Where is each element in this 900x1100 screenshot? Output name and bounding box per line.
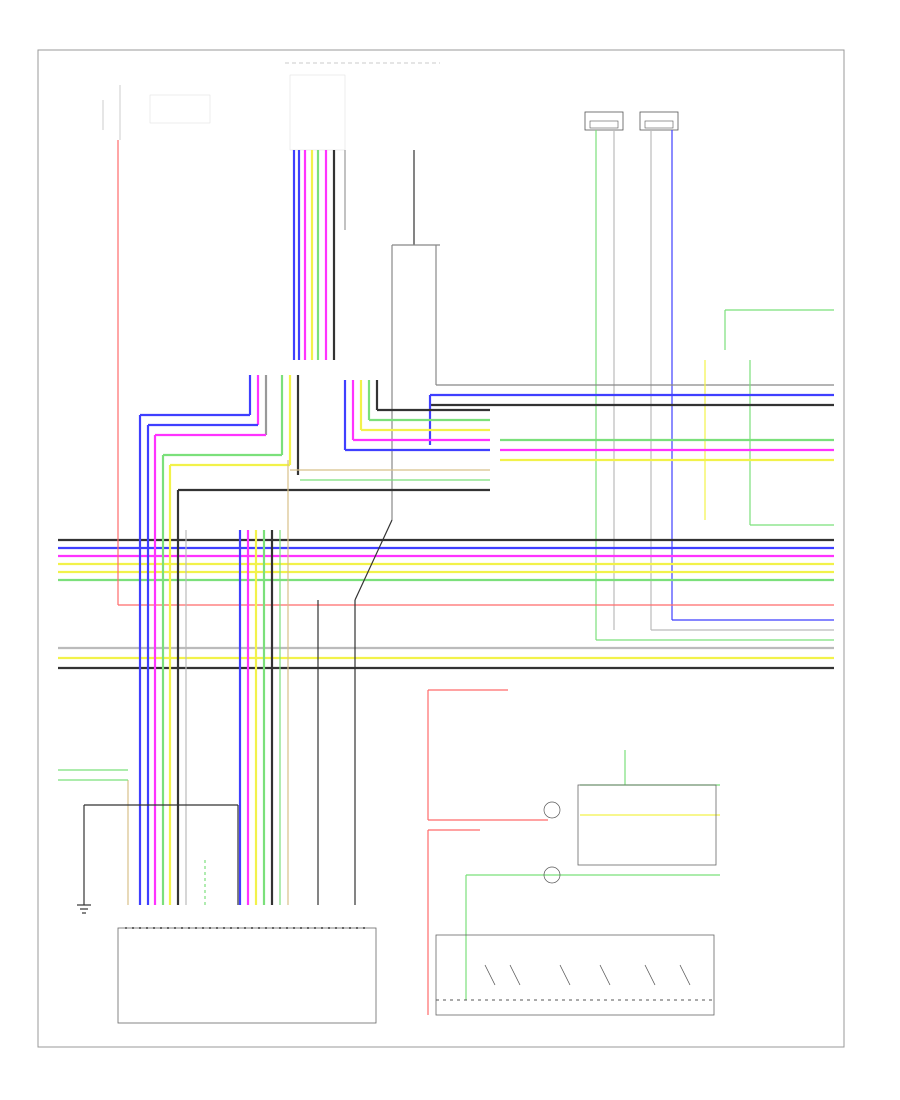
left-front-speaker bbox=[639, 111, 679, 131]
left-upper-bundle bbox=[248, 375, 300, 475]
main-horizontal-bus bbox=[58, 538, 834, 670]
switch-ladder bbox=[484, 964, 691, 986]
right-lower-section bbox=[427, 689, 720, 1016]
right-front-speaker bbox=[584, 111, 624, 131]
center-lower-bundle bbox=[238, 460, 393, 905]
upper-connector-stack bbox=[289, 74, 346, 360]
diagram-frame bbox=[37, 49, 845, 1048]
left-module bbox=[117, 860, 377, 1024]
top-left-fuse-block bbox=[102, 85, 211, 140]
left-lower-bundle bbox=[127, 415, 187, 905]
